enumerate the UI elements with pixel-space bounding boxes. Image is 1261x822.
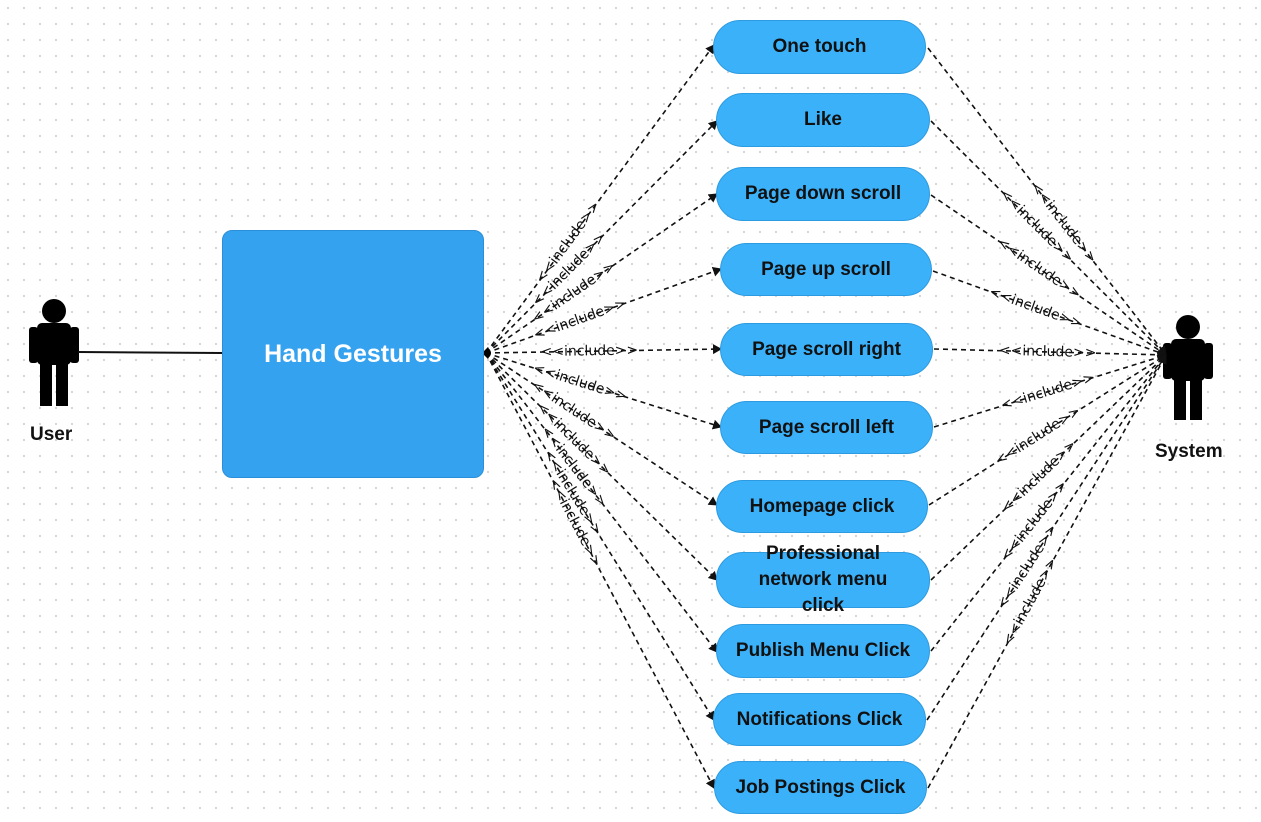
include-arrow-from-uc-professional-network-menu-click (930, 354, 1167, 581)
use-case-homepage-click: Homepage click (716, 480, 928, 533)
hand-gestures-label: Hand Gestures (264, 339, 442, 368)
include-arrow-from-uc-homepage-click (928, 354, 1167, 506)
include-arrow-from-uc-page-scroll-right (933, 348, 1167, 360)
include-arrow-from-uc-page-down-scroll (930, 194, 1167, 356)
connector-junction-marker (482, 347, 491, 359)
use-case-page-scroll-left: Page scroll left (720, 401, 933, 454)
include-arrow-from-uc-one-touch (927, 47, 1167, 356)
include-arrow-to-uc-job-postings-click (485, 352, 715, 789)
include-arrow-to-uc-page-scroll-right (485, 344, 722, 355)
use-case-page-scroll-right: Page scroll right (720, 323, 933, 376)
include-arrow-from-uc-like (930, 120, 1167, 356)
system-actor-icon (1163, 315, 1213, 420)
user-association-line (77, 351, 223, 354)
hand-gestures-box: Hand Gestures (222, 230, 484, 478)
use-case-page-up-scroll: Page up scroll (720, 243, 932, 296)
use-case-publish-menu-click: Publish Menu Click (716, 624, 930, 678)
include-label-from-uc-page-scroll-left: <<include>> (999, 370, 1097, 414)
user-label: User (30, 424, 73, 445)
include-label-from-uc-page-scroll-right: <<include>> (999, 343, 1097, 362)
include-arrow-to-uc-page-up-scroll (485, 266, 722, 354)
use-case-page-down-scroll: Page down scroll (716, 167, 930, 221)
use-case-job-postings-click: Job Postings Click (714, 761, 927, 814)
include-arrow-to-uc-homepage-click (485, 352, 718, 506)
include-label-to-uc-page-scroll-right: <<include>> (540, 342, 638, 360)
system-label: System (1155, 441, 1223, 462)
user-actor-icon (29, 299, 79, 406)
use-case-one-touch: One touch (713, 20, 926, 74)
use-case-like: Like (716, 93, 930, 147)
include-arrow-from-uc-job-postings-click (927, 354, 1167, 789)
use-case-professional-network-menu-click: Professional network menu click (716, 543, 930, 616)
include-arrow-to-uc-one-touch (485, 44, 715, 354)
include-arrow-to-uc-notifications-click (485, 352, 715, 721)
include-arrow-from-uc-notifications-click (926, 354, 1167, 721)
use-case-notifications-click: Notifications Click (713, 693, 926, 746)
include-arrow-to-uc-page-down-scroll (485, 193, 718, 354)
include-arrow-to-uc-like (485, 120, 718, 354)
include-arrow-from-uc-page-scroll-left (933, 352, 1167, 428)
